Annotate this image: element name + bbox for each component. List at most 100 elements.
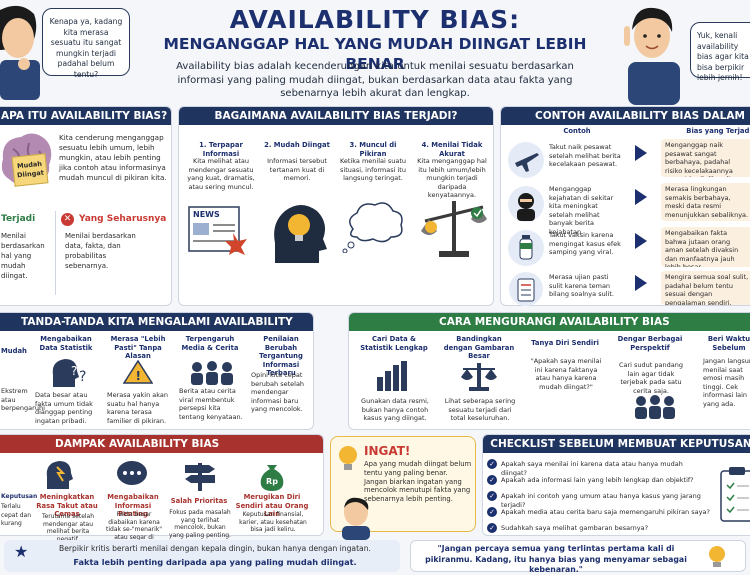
impact-1-text: Terlalu cepat dan kurang sesuai <box>1 503 32 527</box>
example-row-1: Takut naik pesawat setelah melihat berit… <box>549 143 621 168</box>
step-3-text: Ketika menilai suatu situasi, informasi … <box>339 157 407 182</box>
examples-title: CONTOH AVAILABILITY BIAS DALAM KEHIDUPAN <box>501 107 750 140</box>
thinking-character <box>0 5 40 100</box>
reduce-5-title: Beri Waktu Sebelum <box>707 335 750 352</box>
star-icon: ★ <box>14 542 29 561</box>
scale-icon <box>421 201 487 257</box>
money-bag-label: Rp <box>266 477 278 486</box>
sign-1-title: Mudah Mencolok <box>1 347 29 355</box>
footer-left-line1: Berpikir kritis berarti menilai dengan k… <box>59 544 371 553</box>
checklist-title: CHECKLIST SEBELUM MEMBUAT KEPUTUSAN <box>483 435 750 453</box>
clipboard-check-icon <box>720 467 750 522</box>
sign-1-text: Ekstrem atau berpengaruhi <box>1 387 45 412</box>
reduce-5-text: Jangan langsung menilai saat emosi masih… <box>703 357 750 408</box>
bar-chart-icon <box>377 361 407 391</box>
balance-icon <box>461 363 497 391</box>
lightbulb-icon <box>339 446 357 470</box>
what-is-title: APA ITU AVAILABILITY BIAS? <box>0 107 171 125</box>
footer-right-box <box>410 540 746 572</box>
vaccine-icon <box>508 230 544 266</box>
footer-lightbulb-icon <box>709 546 725 567</box>
left-speech-bubble: Kenapa ya, kadang kita merasa sesuatu it… <box>42 8 130 79</box>
reduce-3-title: Tanya Diri Sendiri <box>531 339 599 347</box>
impact-2-title: Meningkatkan Rasa Takut atau Cemas <box>36 493 98 518</box>
anxious-head-icon <box>46 461 73 489</box>
page-title: AVAILABILITY BIAS: <box>229 5 521 34</box>
example-row-3: Takut vaksin karena mengingat kasus efek… <box>549 231 621 256</box>
footer-quote: "Jangan percaya semua yang terlintas per… <box>425 544 687 574</box>
example-row-2: Menganggap kejahatan di sekitar kita men… <box>549 185 614 236</box>
col-example-header: Contoh <box>563 127 591 135</box>
reduce-2-title: Bandingkan dengan Gambaran Besar <box>443 335 515 360</box>
fact-row-3: Mengabaikan fakta bahwa jutaan orang ama… <box>661 227 750 267</box>
footer-left-box <box>4 540 400 572</box>
step-2-text: Informasi tersebut tertanam kuat di memo… <box>267 157 327 182</box>
checklist-item-3: Apakah ini contoh yang umum atau hanya k… <box>501 492 701 509</box>
sign-4-title: Terpengaruh Media & Cerita <box>181 335 239 352</box>
thief-icon <box>508 186 544 222</box>
boy-character <box>342 497 370 540</box>
happens-title: Terjadi <box>1 214 36 224</box>
fact-row-4: Mengira semua soal sulit, padahal belum … <box>661 271 750 305</box>
svg-text:?: ? <box>79 369 86 385</box>
step-1-title: 1. Terpapar Informasi <box>199 141 243 158</box>
step-1-text: Kita melihat atau mendengar sesuatu yang… <box>187 157 255 191</box>
money-bag-icon <box>260 465 284 491</box>
arrow-icon <box>635 189 647 205</box>
speech-dots-icon <box>117 461 147 485</box>
ingat-title: INGAT! <box>364 444 411 458</box>
impact-4-text: Fokus pada masalah yang terlihat mencolo… <box>169 509 231 539</box>
reduce-2-text: Lihat seberapa sering sesuatu terjadi da… <box>444 397 516 422</box>
impact-5-title: Merugikan Diri Sendiri atau Orang Lain <box>235 493 309 518</box>
col-fact-header: Bias yang Terjadi <box>686 127 750 135</box>
step-3-title: 3. Muncul di Pikiran <box>349 141 397 158</box>
step-2-title: 2. Mudah Diingat <box>264 141 330 149</box>
what-is-panel: APA ITU AVAILABILITY BIAS? Mudah Diingat… <box>0 106 172 306</box>
clipboard-icon <box>509 272 543 306</box>
svg-text:!: ! <box>136 369 141 383</box>
check-icon: ✓ <box>487 491 497 501</box>
step-4-title: 4. Menilai Tidak Akurat <box>421 141 483 158</box>
checklist-item-5: Sudahkah saya melihat gambaran besarnya? <box>501 524 649 532</box>
sticky-note-label: Mudah Diingat <box>16 159 45 179</box>
reduce-4-text: Cari sudut pandang lain agar tidak terje… <box>618 361 684 395</box>
step-4-text: Kita menganggap hal itu lebih umum/lebih… <box>417 157 487 199</box>
checklist-item-4: Apakah media atau cerita baru saja memen… <box>501 508 710 516</box>
check-icon: ✓ <box>487 459 497 469</box>
what-is-text: Kita cenderung menganggap sesuatu lebih … <box>59 133 167 182</box>
impact-5-text: Keputusan finansial, karier, atau keseha… <box>239 511 307 533</box>
checklist-item-2: Apakah ada informasi lain yang lebih len… <box>501 476 694 484</box>
reduce-title: CARA MENGURANGI AVAILABILITY BIAS <box>349 313 750 331</box>
sign-5-title: Penilaian Berubah Tergantung Informasi T… <box>259 335 303 377</box>
fact-row-2: Merasa lingkungan semakis berbahaya, mes… <box>661 183 750 221</box>
sign-4-text: Berita atau cerita viral membentuk perse… <box>179 387 243 421</box>
signs-panel: TANDA-TANDA KITA MENGALAMI AVAILABILITY … <box>0 312 314 430</box>
fact-row-1: Menganggap naik pesawat sangat berbahaya… <box>661 139 750 177</box>
should-text: Menilai berdasarkan data, fakta, dan pro… <box>65 232 136 270</box>
divider <box>55 211 56 295</box>
right-speech-bubble: Yuk, kenali availability bias agar kita … <box>690 22 750 82</box>
news-label: NEWS <box>193 210 220 219</box>
how-title: BAGAIMANA AVAILABILITY BIAS TERJADI? <box>179 107 493 125</box>
group-icon <box>635 395 675 419</box>
impact-3-title: Mengabaikan Informasi Penting <box>107 493 159 518</box>
sign-3-title: Merasa "Lebih Pasti" Tanpa Alasan <box>110 335 166 360</box>
sign-5-text: Opini kita cepat berubah setelah mendeng… <box>251 371 305 413</box>
impact-title: DAMPAK AVAILABILITY BIAS <box>0 435 323 453</box>
examples-panel: CONTOH AVAILABILITY BIAS DALAM KEHIDUPAN… <box>500 106 750 306</box>
example-row-4: Merasa ujian pasti sulit karena teman bi… <box>549 273 614 298</box>
svg-text:?: ? <box>71 364 77 378</box>
footer-left-line2: Fakta lebih penting daripada apa yang pa… <box>73 557 357 567</box>
reduce-1-title: Cari Data & Statistik Lengkap <box>360 335 428 352</box>
signpost-icon <box>185 463 215 491</box>
impact-2-text: Terutama setelah mendengar atau melihat … <box>41 513 95 543</box>
arrow-icon <box>635 233 647 249</box>
impact-1-title: Keputusan <box>1 493 37 500</box>
arrow-icon <box>635 145 647 161</box>
airplane-icon <box>508 142 544 178</box>
reduce-3-text: "Apakah saya menilai ini karena faktanya… <box>530 357 602 391</box>
impact-panel: DAMPAK AVAILABILITY BIAS Keputusan Terla… <box>0 434 324 548</box>
reduce-4-title: Dengar Berbagai Perspektif <box>617 335 683 352</box>
sign-3-text: Merasa yakin akan suatu hal hanya karena… <box>107 391 169 425</box>
x-icon: ✕ <box>61 213 74 226</box>
